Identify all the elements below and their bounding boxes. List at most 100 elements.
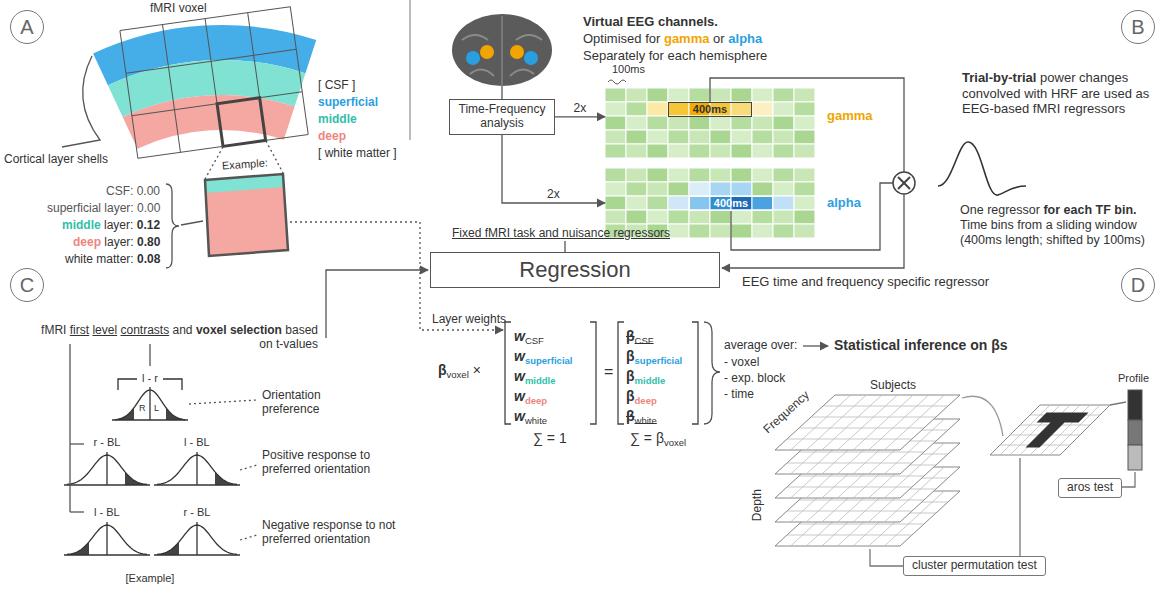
leader-line	[240, 535, 257, 540]
text-run: middle	[62, 218, 101, 232]
tf-cell	[773, 224, 794, 238]
plane-grid-line	[838, 395, 898, 450]
plane-grid-line	[806, 395, 866, 450]
tf-cell	[773, 196, 794, 210]
edge-label: 2x	[545, 187, 562, 201]
center-line	[196, 522, 197, 555]
tf-cell	[731, 88, 752, 102]
tf-cell	[773, 130, 794, 144]
tf-cell	[794, 210, 815, 224]
text-run: voxel	[196, 323, 227, 337]
text-label: deep	[318, 129, 346, 143]
tf-cell	[752, 116, 773, 130]
tf-cell	[689, 196, 710, 210]
leader-line	[181, 221, 203, 225]
text-label: l - BL	[94, 506, 120, 519]
subscript: superficial	[635, 355, 683, 366]
subscript: middle	[635, 375, 666, 386]
text-label: βmiddle	[626, 368, 665, 386]
text-label: Depth	[750, 489, 764, 521]
text-label: Negative response to not preferred orien…	[262, 518, 412, 547]
example-voxel	[205, 174, 288, 256]
tf-cell	[752, 88, 773, 102]
matrix-bracket	[618, 322, 624, 424]
tf-cell	[605, 116, 626, 130]
tail-shading	[125, 472, 147, 485]
tf-cell	[752, 196, 773, 210]
text-run: first	[70, 323, 89, 337]
tf-cell	[605, 102, 626, 116]
text-label: fMRI voxel	[150, 1, 207, 15]
text-label: - time	[724, 387, 754, 401]
text-label: r - BL	[184, 506, 211, 519]
tf-cell	[668, 210, 689, 224]
text-label: Optimised for gamma or alpha	[583, 31, 762, 47]
tf-cell	[647, 130, 668, 144]
tf-cell	[689, 168, 710, 182]
tf-cell	[731, 224, 752, 238]
brain-midline	[501, 16, 502, 86]
text-label: 100ms	[612, 63, 645, 76]
text-run: w	[514, 368, 525, 384]
tf-cell	[731, 182, 752, 196]
leader-line	[1019, 458, 1020, 556]
text-label: Cortical layer shells	[4, 152, 108, 166]
voxel-grid	[120, 7, 308, 159]
tf-cell	[647, 88, 668, 102]
cortical-layer-band	[123, 95, 295, 149]
text-label: βCSF	[626, 328, 654, 346]
leader-line	[189, 400, 257, 404]
multiply-symbol	[898, 177, 910, 189]
text-label: Virtual EEG channels.	[583, 14, 718, 30]
text-label: βsuperficial	[626, 348, 682, 366]
tf-cell	[689, 182, 710, 196]
multiply-symbol	[898, 177, 910, 189]
text-label: wdeep	[514, 388, 547, 406]
leader-line	[149, 344, 150, 366]
text-run: bin.	[1114, 203, 1136, 217]
text-label: Fixed fMRI task and nuisance regressors	[452, 226, 670, 240]
plane-grid-line	[1000, 405, 1050, 455]
text-run: β	[438, 362, 447, 378]
brace	[62, 56, 100, 147]
profile-bar	[1128, 420, 1142, 445]
tf-cell	[710, 88, 731, 102]
panel-letter-circle: C	[10, 268, 44, 302]
text-label: white matter: 0.08	[65, 252, 160, 266]
subscript: CSF	[635, 335, 654, 346]
text-label: [ CSF ]	[318, 78, 355, 92]
tf-cell	[668, 116, 689, 130]
tf-cell	[689, 130, 710, 144]
text-label: βwhite	[626, 408, 657, 426]
subscript: CSF	[525, 335, 544, 346]
text-run: gamma	[664, 31, 710, 46]
tf-cell	[689, 210, 710, 224]
tf-cell	[647, 168, 668, 182]
text-label: Statistical inference on βs	[834, 337, 1008, 354]
electrode-dot	[480, 45, 494, 59]
tf-cell	[752, 224, 773, 238]
text-label: Layer weights	[432, 312, 506, 326]
tail-shading	[115, 408, 134, 420]
tf-cell	[647, 182, 668, 196]
band-name: gamma	[827, 108, 873, 123]
tf-cell	[626, 88, 647, 102]
tf-cell	[731, 210, 752, 224]
tf-cell	[626, 102, 647, 116]
node-text: C	[20, 274, 34, 297]
subscript: deep	[635, 395, 657, 406]
text-label: wmiddle	[514, 368, 556, 386]
tf-cell	[773, 116, 794, 130]
tf-cell	[794, 224, 815, 238]
text-label: superficial layer: 0.00	[47, 201, 160, 215]
tf-cell	[752, 182, 773, 196]
text-run: level	[92, 323, 117, 337]
tf-cell	[794, 168, 815, 182]
panel-letter-circle: D	[1121, 268, 1155, 302]
text-label: deep layer: 0.80	[73, 235, 160, 249]
tf-cell	[731, 116, 752, 130]
leader-line	[870, 549, 903, 566]
tf-cell	[668, 182, 689, 196]
tf-cell	[605, 88, 626, 102]
panel-letter-circle: A	[10, 10, 44, 44]
